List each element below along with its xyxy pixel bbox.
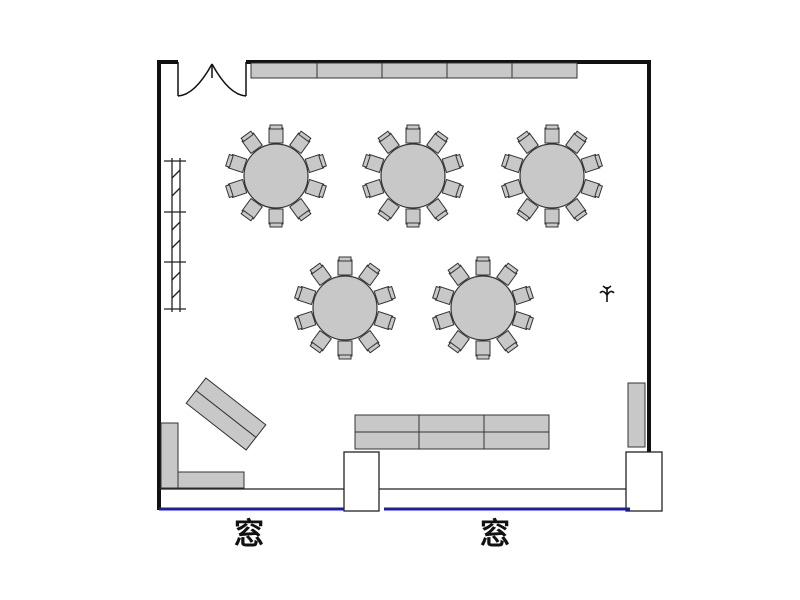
chair-icon [373, 310, 396, 331]
chair-icon [426, 130, 449, 155]
table-top [243, 143, 309, 209]
walls [157, 60, 651, 510]
chair-icon [225, 178, 248, 199]
chair-icon [377, 197, 400, 222]
window-wall [159, 488, 630, 511]
chair-icon [544, 124, 560, 144]
chair-icon [441, 178, 464, 199]
pillars [343, 451, 663, 512]
door-icon [177, 62, 247, 97]
chair-icon [309, 329, 332, 354]
chair-icon [447, 329, 470, 354]
chair-icon [294, 310, 317, 331]
center-tables [354, 414, 550, 450]
chair-icon [268, 208, 284, 228]
chair-icon [544, 208, 560, 228]
chair-icon [580, 178, 603, 199]
chair-icon [565, 130, 588, 155]
chair-icon [432, 310, 455, 331]
chair-icon [405, 208, 421, 228]
round-table-icon [432, 256, 534, 360]
chair-icon [405, 124, 421, 144]
round-table-icon [501, 124, 603, 228]
chair-icon [304, 153, 327, 174]
right-cabinet [627, 382, 646, 448]
chair-icon [511, 310, 534, 331]
angled-table [185, 377, 267, 451]
chair-icon [362, 153, 385, 174]
chair-icon [426, 197, 449, 222]
window-label-left: 窓 [234, 517, 264, 552]
chair-icon [373, 285, 396, 306]
chair-icon [501, 178, 524, 199]
chair-icon [268, 124, 284, 144]
chair-icon [225, 153, 248, 174]
chair-icon [432, 285, 455, 306]
table-top [380, 143, 446, 209]
chair-icon [475, 256, 491, 276]
chair-icon [496, 262, 519, 287]
round-tables [225, 124, 603, 360]
chair-icon [294, 285, 317, 306]
chair-icon [377, 130, 400, 155]
chair-icon [496, 329, 519, 354]
corner-cabinets [160, 422, 245, 489]
chair-icon [337, 256, 353, 276]
chair-icon [565, 197, 588, 222]
table-top [450, 275, 516, 341]
chair-icon [304, 178, 327, 199]
window-label-right: 窓 [480, 517, 510, 552]
chair-icon [289, 197, 312, 222]
chair-icon [240, 197, 263, 222]
chair-icon [501, 153, 524, 174]
round-table-icon [294, 256, 396, 360]
plant-icon [599, 285, 615, 302]
chair-icon [362, 178, 385, 199]
top-cabinets [250, 62, 578, 79]
round-table-icon [225, 124, 327, 228]
chair-icon [441, 153, 464, 174]
chair-icon [447, 262, 470, 287]
chair-icon [358, 329, 381, 354]
chair-icon [511, 285, 534, 306]
chair-icon [240, 130, 263, 155]
chair-icon [337, 340, 353, 360]
chair-icon [358, 262, 381, 287]
chair-icon [516, 130, 539, 155]
chair-icon [516, 197, 539, 222]
partition-icon [164, 158, 186, 312]
chair-icon [289, 130, 312, 155]
table-top [519, 143, 585, 209]
table-top [312, 275, 378, 341]
chair-icon [309, 262, 332, 287]
round-table-icon [362, 124, 464, 228]
chair-icon [475, 340, 491, 360]
chair-icon [580, 153, 603, 174]
